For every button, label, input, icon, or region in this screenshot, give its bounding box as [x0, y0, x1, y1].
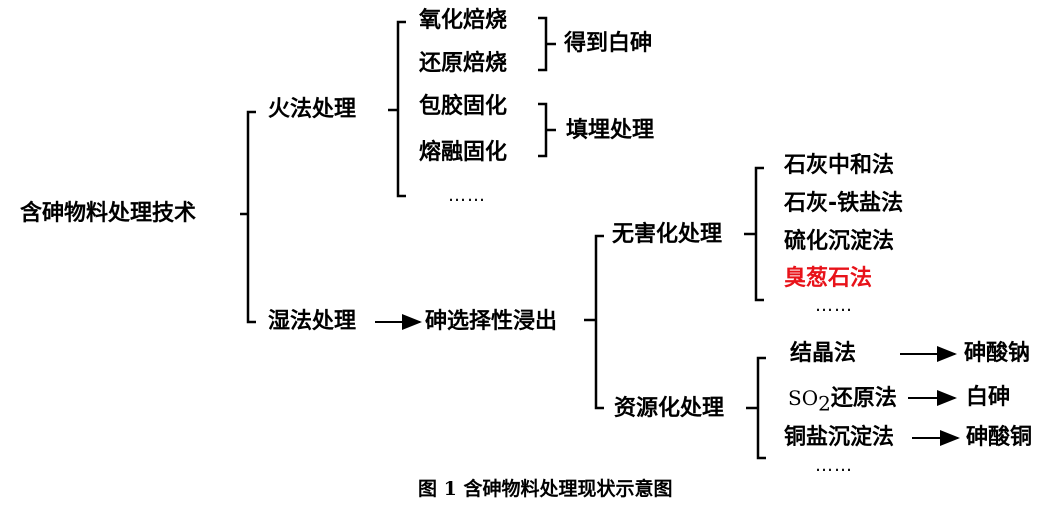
product-copper-arsenate: 砷酸铜: [966, 425, 1033, 450]
fire-method-3: 包胶固化: [419, 94, 508, 119]
fire-method-2: 还原焙烧: [419, 51, 508, 76]
root-bracket: [246, 110, 256, 324]
product-white-arsenic: 白砷: [966, 385, 1011, 410]
so2-subscript: 2: [818, 391, 831, 416]
fire-method-1: 氧化焙烧: [419, 8, 508, 33]
harmless-more: ……: [815, 295, 853, 316]
resource-bracket: [756, 356, 766, 460]
so2-prefix: SO: [788, 386, 819, 410]
leach-bracket: [594, 234, 604, 410]
harmless-method-4-highlighted: 臭葱石法: [784, 266, 873, 291]
so2-suffix: 还原法: [830, 386, 897, 411]
figure-caption: 图 1 含砷物料处理现状示意图: [418, 478, 673, 500]
bracket-white-arsenic: [538, 16, 548, 72]
resource-method-so2: SO2还原法: [788, 385, 897, 416]
resource-method-crystal: 结晶法: [790, 341, 857, 366]
root-node: 含砷物料处理技术: [20, 201, 197, 226]
product-sodium-arsenate: 砷酸钠: [964, 341, 1031, 366]
resource-method-copper: 铜盐沉淀法: [784, 425, 895, 450]
harmless-node: 无害化处理: [612, 222, 723, 247]
fire-bracket: [396, 20, 406, 198]
harmless-method-1: 石灰中和法: [784, 153, 895, 178]
fire-outcome-landfill: 填埋处理: [566, 118, 655, 143]
resource-node: 资源化处理: [614, 396, 725, 421]
bracket-landfill: [538, 102, 548, 158]
resource-more: ……: [815, 455, 853, 476]
leach-node: 砷选择性浸出: [425, 309, 558, 334]
harmless-bracket: [754, 166, 764, 302]
harmless-method-2: 石灰-铁盐法: [784, 191, 904, 216]
fire-method-4: 熔融固化: [419, 140, 508, 165]
harmless-method-3: 硫化沉淀法: [784, 229, 895, 254]
fire-node: 火法处理: [268, 97, 357, 122]
fire-more: ……: [448, 185, 486, 206]
wet-node: 湿法处理: [268, 309, 357, 334]
fire-outcome-white-arsenic: 得到白砷: [564, 31, 653, 56]
